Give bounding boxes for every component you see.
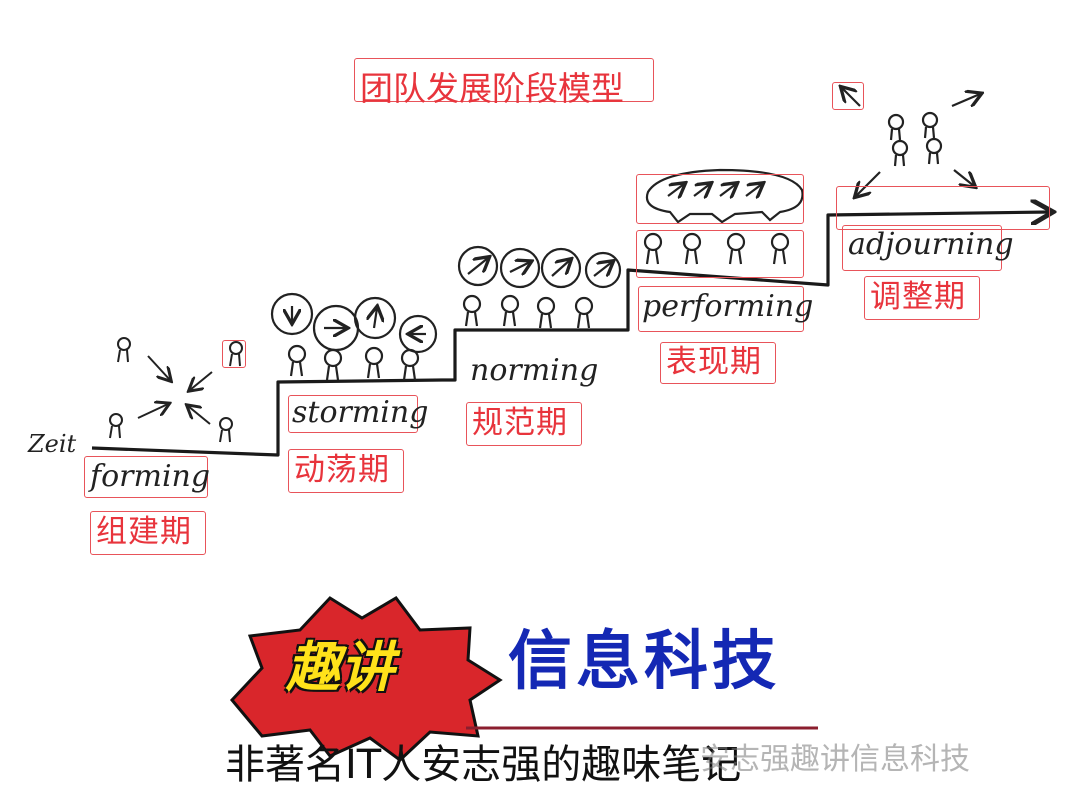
brand-tagline: 非著名IT人安志强的趣味笔记 <box>225 742 742 788</box>
storming-box <box>288 395 418 433</box>
performing-cn-box <box>660 342 776 384</box>
burst-badge <box>229 596 503 762</box>
brand-name: 信息科技 <box>508 625 780 699</box>
stage-adjourning-label: adjourning <box>848 227 1014 262</box>
stage-storming-label: storming <box>292 395 429 430</box>
adjourning-box <box>842 225 1002 271</box>
forming-box <box>84 456 208 498</box>
brand-badge-text: 趣讲 <box>286 635 394 699</box>
stage-norming-cn: 规范期 <box>472 405 568 441</box>
adjourning-line-box <box>836 186 1050 230</box>
norming-cn-box <box>466 402 582 446</box>
stage-performing-label: performing <box>642 289 814 324</box>
adjourning-arrow-box <box>832 82 864 110</box>
watermark-text: 安志强趣讲信息科技 <box>700 742 970 777</box>
stage-norming-label: norming <box>470 353 599 388</box>
forming-mark-box <box>222 340 246 368</box>
performing-box <box>638 286 804 332</box>
title-box <box>354 58 654 102</box>
stage-adjourning-cn: 调整期 <box>870 279 966 315</box>
forming-cn-box <box>90 511 206 555</box>
forming-figures <box>109 337 243 443</box>
stage-forming-cn: 组建期 <box>96 514 192 550</box>
adjourning-cn-box <box>864 276 980 320</box>
norming-figures <box>457 245 622 329</box>
time-axis-label: Zeit <box>28 430 77 458</box>
performing-figures <box>643 168 804 265</box>
storming-cn-box <box>288 449 404 493</box>
stage-performing-cn: 表现期 <box>666 344 762 380</box>
staircase-line <box>91 212 1050 457</box>
stage-forming-label: forming <box>90 459 211 494</box>
performing-figures-box <box>636 230 804 278</box>
performing-bubble-box <box>636 174 804 224</box>
adjourning-figures <box>842 88 980 196</box>
diagram-title: 团队发展阶段模型 <box>360 69 624 108</box>
storming-figures <box>270 292 438 381</box>
stage-storming-cn: 动荡期 <box>294 452 390 488</box>
